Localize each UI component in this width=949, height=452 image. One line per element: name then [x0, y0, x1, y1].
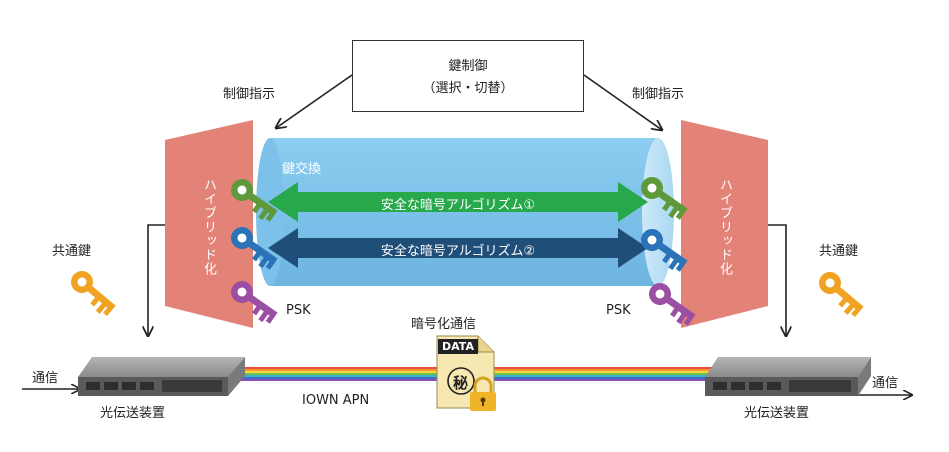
key-exchange-label: 鍵交換 [282, 162, 322, 177]
algorithm-2-label: 安全な暗号アルゴリズム② [380, 244, 536, 259]
padlock-icon [470, 376, 496, 411]
algorithm-1-arrow [268, 182, 648, 222]
secret-mark: 秘 [453, 374, 469, 392]
key-orange-left-icon [65, 266, 121, 319]
encrypted-comm-label: 暗号化通信 [411, 317, 477, 332]
data-badge: DATA [438, 339, 478, 354]
encrypted-document-icon [436, 335, 495, 409]
psk-label-right: PSK [606, 303, 631, 318]
control-instruction-right: 制御指示 [632, 87, 685, 102]
comm-label-left: 通信 [32, 371, 59, 386]
hybrid-panel-left [165, 120, 253, 328]
key-orange-right-icon [813, 267, 869, 320]
common-key-label-right: 共通鍵 [819, 244, 859, 259]
hybrid-panel-right [681, 120, 768, 328]
control-instruction-left: 制御指示 [223, 87, 276, 102]
panel-to-device-arrow-right [768, 224, 786, 336]
key-control-box: 鍵制御 （選択・切替） [352, 40, 584, 112]
panel-to-device-arrow-left [148, 224, 165, 336]
optical-device-left [78, 357, 245, 396]
psk-label-left: PSK [286, 303, 311, 318]
device-label-right: 光伝送装置 [744, 406, 810, 421]
optical-device-right [705, 357, 871, 396]
key-control-subtitle: （選択・切替） [422, 81, 514, 96]
algorithm-1-label: 安全な暗号アルゴリズム① [380, 198, 536, 213]
algorithm-2-arrow [268, 228, 648, 268]
common-key-label-left: 共通鍵 [52, 244, 92, 259]
control-arrow-right [583, 74, 662, 130]
apn-label: IOWN APN [302, 393, 370, 408]
control-arrow-left [276, 74, 353, 128]
hybrid-label-left: ハイブリッド化 [201, 178, 216, 276]
device-label-left: 光伝送装置 [100, 406, 166, 421]
hybrid-label-right: ハイブリッド化 [717, 178, 732, 276]
key-control-title: 鍵制御 [448, 59, 488, 74]
comm-label-right: 通信 [872, 376, 899, 391]
